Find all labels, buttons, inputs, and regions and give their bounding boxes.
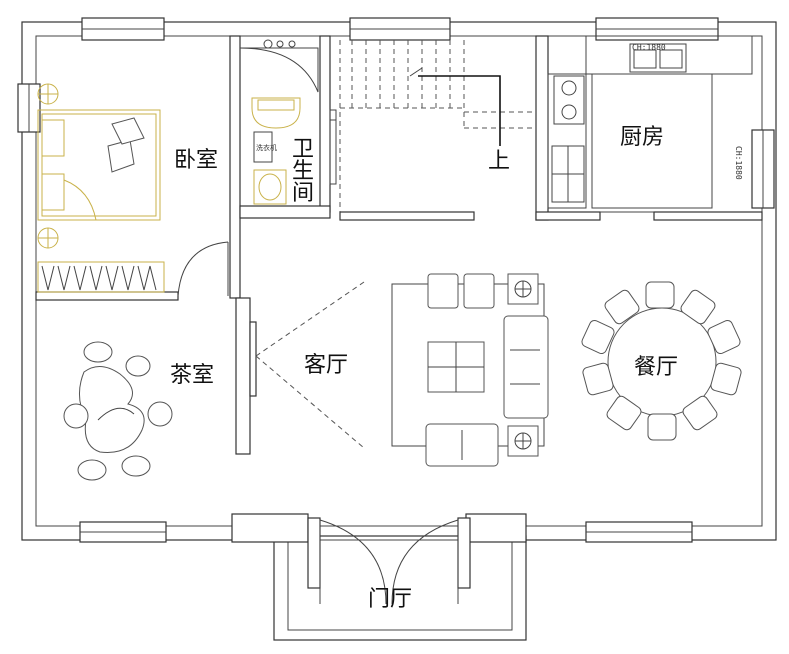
dining-chair: [710, 362, 742, 396]
entrance-porch: 门厅: [231, 513, 527, 641]
living-room: 客厅: [255, 273, 549, 467]
wall-kitchen-west: [535, 35, 549, 221]
kitchen: CH:1880 CH:1880 厨房: [547, 35, 753, 209]
armchair: [463, 273, 495, 309]
toilet: [251, 97, 301, 129]
cushion-2: [111, 117, 145, 145]
stove: [553, 75, 585, 125]
tv-view-lines: [255, 281, 365, 449]
entry-door-left-swing: [319, 519, 387, 605]
shower-head-icon: [263, 39, 273, 49]
dining-chair: [645, 281, 675, 309]
dining-chair: [581, 319, 615, 355]
wash-basin: [253, 169, 287, 205]
dining-chair: [647, 413, 677, 441]
room-label-dining-room: 餐厅: [634, 355, 678, 380]
cabinet-height-top: CH:1880: [632, 43, 666, 52]
tea-stool: [83, 341, 113, 363]
pillow-left: [41, 119, 65, 157]
bedroom: 卧室: [37, 83, 218, 293]
wardrobe-hangers: [41, 265, 157, 291]
room-label-bathroom-1: 卫: [292, 137, 314, 162]
porch-column-left: [307, 517, 321, 589]
room-label-bathroom-3: 间: [292, 181, 314, 206]
porch-wall-right: [465, 513, 527, 543]
wall-kitchen-south-left: [535, 211, 601, 221]
tea-stool: [63, 403, 89, 429]
kitchen-sink: [629, 43, 687, 73]
dining-chair: [582, 362, 614, 396]
dining-chair: [707, 319, 741, 355]
tea-stools: [63, 341, 173, 481]
room-label-kitchen: 厨房: [620, 125, 664, 150]
entry-door-right-swing: [391, 519, 459, 605]
tea-room: 茶室: [63, 341, 214, 481]
wall-tea-east: [235, 297, 251, 455]
burner-1-icon: [561, 80, 577, 96]
washer-label: 洗衣机: [256, 143, 277, 152]
bathroom: 洗衣机 卫 生 间: [239, 39, 319, 206]
wardrobe: [37, 261, 165, 293]
kitchen-floor-area: [591, 73, 713, 209]
porch-inner: [287, 539, 513, 631]
dining-chair: [606, 395, 642, 431]
sofa-three-seat: [503, 315, 549, 419]
stairs-up-label: 上: [488, 149, 510, 174]
tea-stool: [77, 459, 107, 481]
washing-machine: [253, 131, 273, 163]
tea-stool: [125, 355, 151, 377]
tea-stool: [121, 455, 151, 477]
bedroom-door-swing: [177, 241, 229, 297]
wall-bath-south: [239, 205, 331, 219]
kitchen-counter-left: [547, 73, 587, 209]
stair-up-arrow: [418, 75, 501, 146]
tea-door-frame: [249, 321, 257, 397]
interior-walls: [35, 35, 763, 455]
wall-kitchen-south-right: [653, 211, 763, 221]
porch-column-right: [457, 517, 471, 589]
dining-chair: [604, 289, 640, 325]
wall-stair-south: [339, 211, 475, 221]
dining-chair: [680, 289, 716, 325]
bed-blanket-fold: [63, 179, 97, 221]
bathroom-sliding-door: [329, 109, 337, 185]
tea-stool: [147, 401, 173, 427]
staircase: 上: [339, 40, 536, 212]
room-label-bathroom-2: 生: [292, 159, 314, 184]
cabinet-height-side: CH:1880: [734, 146, 743, 180]
burner-2-icon: [561, 104, 577, 120]
room-label-tea-room: 茶室: [170, 363, 214, 388]
wall-bath-east: [319, 35, 331, 213]
dining-room: 餐厅: [581, 281, 742, 441]
dining-chairs: [581, 281, 742, 441]
porch-wall-left: [231, 513, 309, 543]
wall-bedroom-south: [35, 291, 179, 301]
dining-chair: [682, 395, 718, 431]
room-label-bedroom: 卧室: [174, 148, 218, 173]
room-label-entrance-hall: 门厅: [368, 587, 412, 612]
pillow-right: [41, 173, 65, 211]
armchair: [427, 273, 459, 309]
shower-area: [239, 47, 319, 93]
room-label-living-room: 客厅: [304, 353, 348, 378]
wall-bedroom-east: [229, 35, 241, 299]
bed: [37, 109, 161, 221]
